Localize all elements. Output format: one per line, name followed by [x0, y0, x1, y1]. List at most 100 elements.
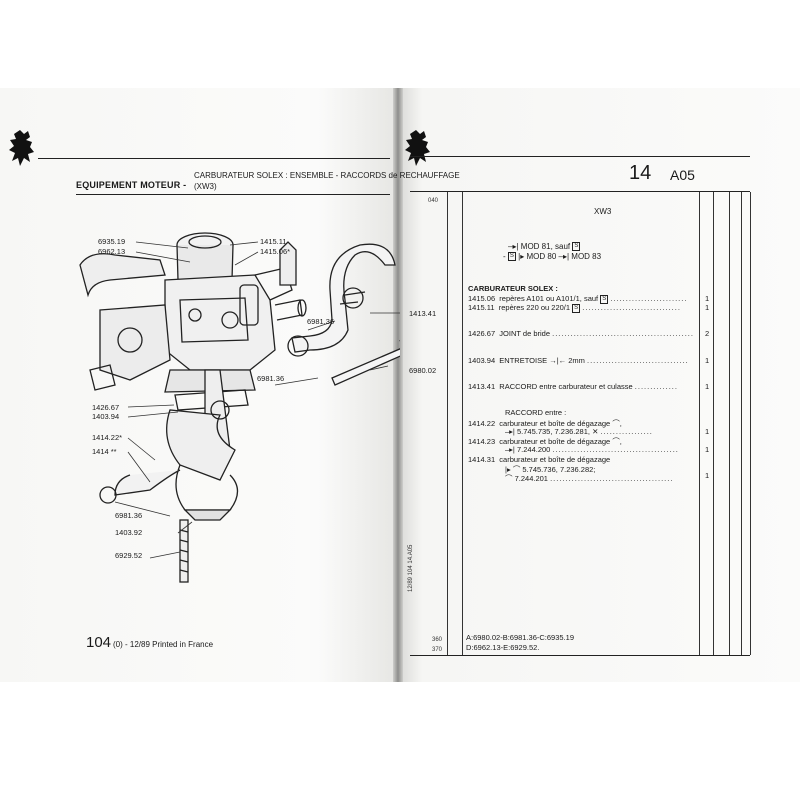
arrow-bar-icon: –▸|	[505, 445, 515, 454]
callout-label: 1414 **	[92, 447, 117, 456]
item-row: 1414.23 carburateur et boîte de dégazage…	[468, 436, 622, 447]
column-divider	[741, 192, 742, 655]
item-row: 1413.41 RACCORD entre carburateur et cul…	[468, 382, 678, 391]
option-box: S	[572, 303, 581, 313]
callout-label: 1415.11	[260, 237, 287, 246]
engine-header: XW3	[594, 207, 612, 216]
legend-line: D:6962.13-E:6929.52.	[466, 643, 540, 652]
part-code: 1403.94	[468, 356, 496, 365]
item-row: ⌒ 7.244.201 ............................…	[505, 474, 674, 483]
item-row: 1415.11 repères 220 ou 220/1 S .........…	[468, 303, 681, 313]
callout-label: 6980.02	[409, 366, 437, 375]
table-bottom-rule	[410, 655, 750, 656]
part-qty: 2	[705, 329, 710, 338]
column-divider	[713, 192, 714, 655]
item-row: –▸| 7.244.200 ..........................…	[505, 445, 679, 454]
part-qty: 1	[705, 356, 710, 365]
section-code: A05	[670, 167, 695, 183]
part-description: RACCORD entre carburateur et culasse	[499, 382, 633, 391]
callout-label: 6981.36	[115, 511, 143, 520]
footer-text: (0) - 12/89 Printed in France	[113, 640, 214, 649]
lion-logo-icon	[405, 130, 430, 166]
part-code: 1415.11	[468, 303, 495, 312]
option-box: S	[572, 242, 581, 252]
part-description: carburateur et boîte de dégazage	[499, 419, 611, 428]
thickness-arrows-icon: →|←	[549, 356, 567, 365]
item-row: 1403.94 ENTRETOISE →|← 2mm .............…	[468, 356, 689, 365]
part-description: 7.244.200	[516, 445, 551, 454]
part-code: 1414.31	[468, 455, 496, 464]
callout-label: 1413.41	[409, 309, 437, 318]
hose-icon: ⌒,	[612, 437, 622, 446]
part-description: 5.745.735, 7.236.281,	[516, 427, 590, 436]
margin-ref: 040	[428, 198, 439, 204]
page-number: 104	[86, 634, 112, 651]
item-row: 1414.22 carburateur et boîte de dégazage…	[468, 418, 622, 429]
section-number: 14	[629, 162, 652, 184]
part-qty: 1	[705, 382, 710, 391]
part-description: 7.244.201	[514, 474, 548, 483]
column-divider	[447, 192, 448, 655]
item-row: 1414.31 carburateur et boîte de dégazage	[468, 455, 610, 464]
part-code: 1414.22	[468, 419, 496, 428]
carburetor-diagram	[79, 232, 400, 583]
part-description: ENTRETOISE	[499, 356, 548, 365]
page-subtitle: (XW3)	[194, 182, 217, 191]
hose-icon: ⌒	[512, 465, 521, 474]
part-qty: 1	[705, 303, 710, 312]
item-row: |▸ ⌒ 5.745.736, 7.236.282;	[505, 464, 595, 475]
callout-label: 1426.67	[92, 403, 120, 412]
hose-icon: ⌒,	[612, 419, 622, 428]
callout-label: 6935.19	[98, 237, 126, 246]
arrow-bar-icon: |▸	[505, 465, 511, 474]
mod-line: - S |▸ MOD 80 –▸| MOD 83	[503, 252, 601, 262]
part-qty: 1	[705, 294, 710, 303]
item-row: –▸| 5.745.735, 7.236.281, ✕ ............…	[505, 427, 653, 436]
part-code: 1413.41	[468, 382, 496, 391]
callout-label: 1414.22*	[92, 433, 123, 442]
column-divider	[699, 192, 700, 655]
callout-label: 6962.13	[98, 247, 126, 256]
part-description: JOINT de bride	[499, 329, 551, 338]
part-qty: 1	[705, 471, 710, 480]
option-box: S	[507, 252, 516, 262]
arrow-bar-icon: |▸	[518, 252, 525, 261]
spacer-thickness: 2mm	[568, 356, 585, 365]
margin-ref: 360	[432, 637, 443, 643]
column-divider	[462, 192, 463, 655]
part-code: 1426.67	[468, 329, 496, 338]
part-description: repères 220 ou 220/1	[498, 303, 571, 312]
cross-icon: ✕	[592, 427, 599, 436]
header-underline	[76, 194, 390, 195]
right-page	[398, 88, 800, 682]
callout-label: 1415.06*	[260, 247, 291, 256]
part-qty: 1	[705, 445, 710, 454]
callout-label: 1403.92	[115, 528, 143, 537]
binding-gutter	[393, 88, 403, 682]
lion-logo-icon	[9, 130, 34, 166]
hose-icon: ⌒	[505, 474, 513, 483]
page-title: CARBURATEUR SOLEX : ENSEMBLE - RACCORDS …	[194, 171, 460, 180]
mod-text: MOD 80	[526, 252, 557, 261]
part-code: 1414.23	[468, 437, 496, 446]
dash-icon: -	[503, 252, 506, 261]
part-description: carburateur et boîte de dégazage	[499, 455, 611, 464]
mod-text: MOD 81, sauf	[520, 242, 571, 251]
item-heading: RACCORD entre :	[505, 408, 567, 417]
callout-label: 1403.94	[92, 412, 120, 421]
part-description: 5.745.736, 7.236.282;	[522, 465, 596, 474]
column-divider	[729, 192, 730, 655]
legend-line: A:6980.02-B:6981.36-C:6935.19	[466, 633, 574, 642]
item-row: 1426.67 JOINT de bride .................…	[468, 329, 694, 338]
part-qty: 1	[705, 427, 710, 436]
column-divider	[750, 192, 751, 655]
callout-label: 6981.36	[257, 374, 285, 383]
part-description: repères A101 ou A101/1, sauf	[499, 294, 599, 303]
header-rule	[410, 156, 750, 158]
arrow-bar-icon: –▸|	[505, 427, 515, 436]
part-description: carburateur et boîte de dégazage	[499, 437, 611, 446]
arrow-bar-icon: –▸|	[558, 252, 570, 261]
arrow-bar-icon: –▸|	[508, 242, 519, 251]
callout-label: 6981.36	[307, 317, 335, 326]
